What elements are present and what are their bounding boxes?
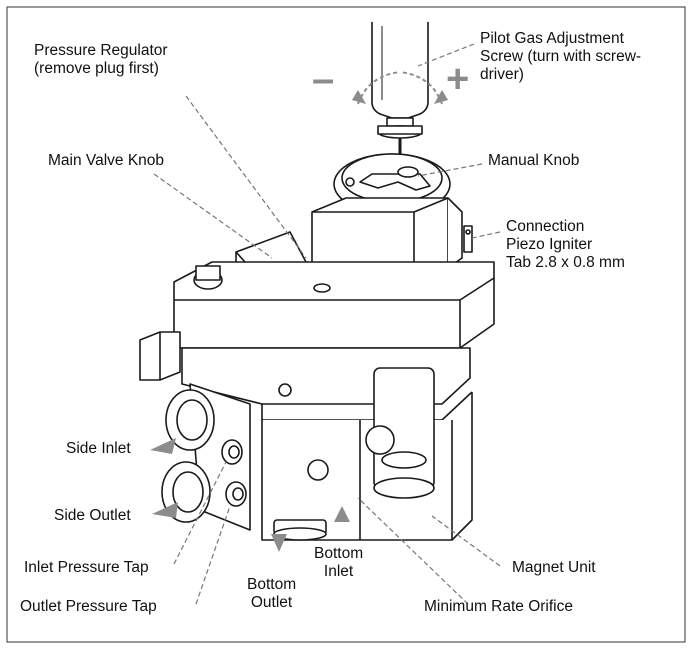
main-body-top: [173, 261, 495, 349]
minus-symbol: –: [312, 57, 334, 101]
pointer-arrows: [150, 438, 350, 552]
left-bracket: [139, 331, 181, 381]
side-inlet-port: [165, 389, 215, 451]
label-outlet-pressure-tap: Outlet Pressure Tap: [20, 598, 157, 615]
arrow-bottom-outlet: [271, 534, 287, 552]
rotation-arrowhead-right: [434, 90, 448, 104]
leader-inlet-tap: [173, 461, 227, 565]
rotation-arrowhead-left: [352, 90, 366, 104]
label-bottom-outlet: Bottom Outlet: [247, 576, 297, 611]
arrow-side-outlet: [152, 502, 178, 518]
label-manual-knob: Manual Knob: [488, 152, 580, 169]
label-bottom-inlet: Bottom Inlet: [314, 545, 364, 580]
leader-piezo: [471, 231, 501, 239]
label-pressure-regulator: Pressure Regulator (remove plug first): [34, 42, 168, 77]
screwdriver: [371, 22, 429, 168]
plus-symbol: +: [446, 57, 469, 101]
leader-manual-knob: [417, 163, 483, 177]
valve-illustration: [139, 22, 495, 541]
label-connection-piezo: Connection Piezo Igniter Tab 2.8 x 0.8 m…: [506, 218, 625, 271]
diagram-border: [6, 6, 686, 643]
leader-main-valve-knob: [153, 173, 273, 259]
leader-pilot-gas: [417, 43, 475, 67]
label-side-inlet: Side Inlet: [66, 440, 131, 457]
rotation-arrows: [357, 71, 443, 105]
arrow-side-inlet: [150, 438, 176, 454]
piezo-tab: [463, 225, 473, 253]
leader-minimum-rate: [357, 497, 469, 605]
bottom-ports: [273, 425, 395, 541]
leader-pressure-regulator: [185, 95, 307, 259]
leader-magnet-unit: [431, 515, 501, 567]
label-minimum-rate-orifice: Minimum Rate Orifice: [424, 598, 573, 615]
pressure-taps: [221, 439, 247, 507]
pilot-housing: [311, 197, 463, 283]
label-magnet-unit: Magnet Unit: [512, 559, 596, 576]
label-main-valve-knob: Main Valve Knob: [48, 152, 165, 169]
arrow-bottom-inlet: [334, 506, 350, 522]
label-side-outlet: Side Outlet: [54, 507, 131, 524]
label-inlet-pressure-tap: Inlet Pressure Tap: [24, 559, 149, 576]
magnet-unit: [373, 367, 435, 499]
leader-outlet-tap: [195, 505, 231, 605]
leader-lines: [153, 43, 501, 605]
label-pilot-gas-adjustment: Pilot Gas Adjustment Screw (turn with sc…: [480, 30, 642, 83]
